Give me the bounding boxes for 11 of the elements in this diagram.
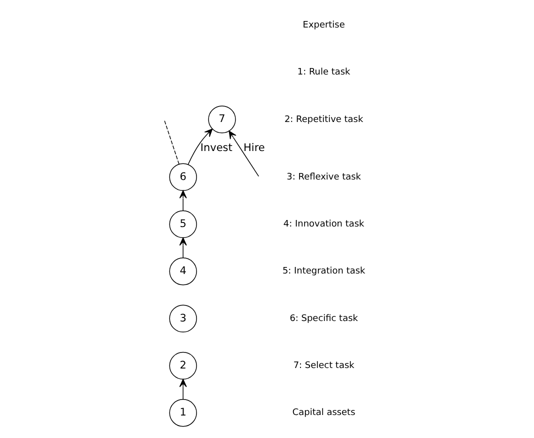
edge-label: Hire [243,142,264,154]
label: 6: Specific task [289,314,358,324]
label: 7: Select task [292,361,354,372]
label: Expertise [302,20,344,30]
edge-label: Invest [200,142,232,154]
label: 3: Reflexive task [286,172,360,182]
label: 5: Integration task [282,266,365,277]
label: 1: Rule task [296,68,350,78]
label: 2: Repetitive task [284,114,363,125]
label: 4: Innovation task [282,220,364,230]
label: Capital assets [292,408,355,418]
